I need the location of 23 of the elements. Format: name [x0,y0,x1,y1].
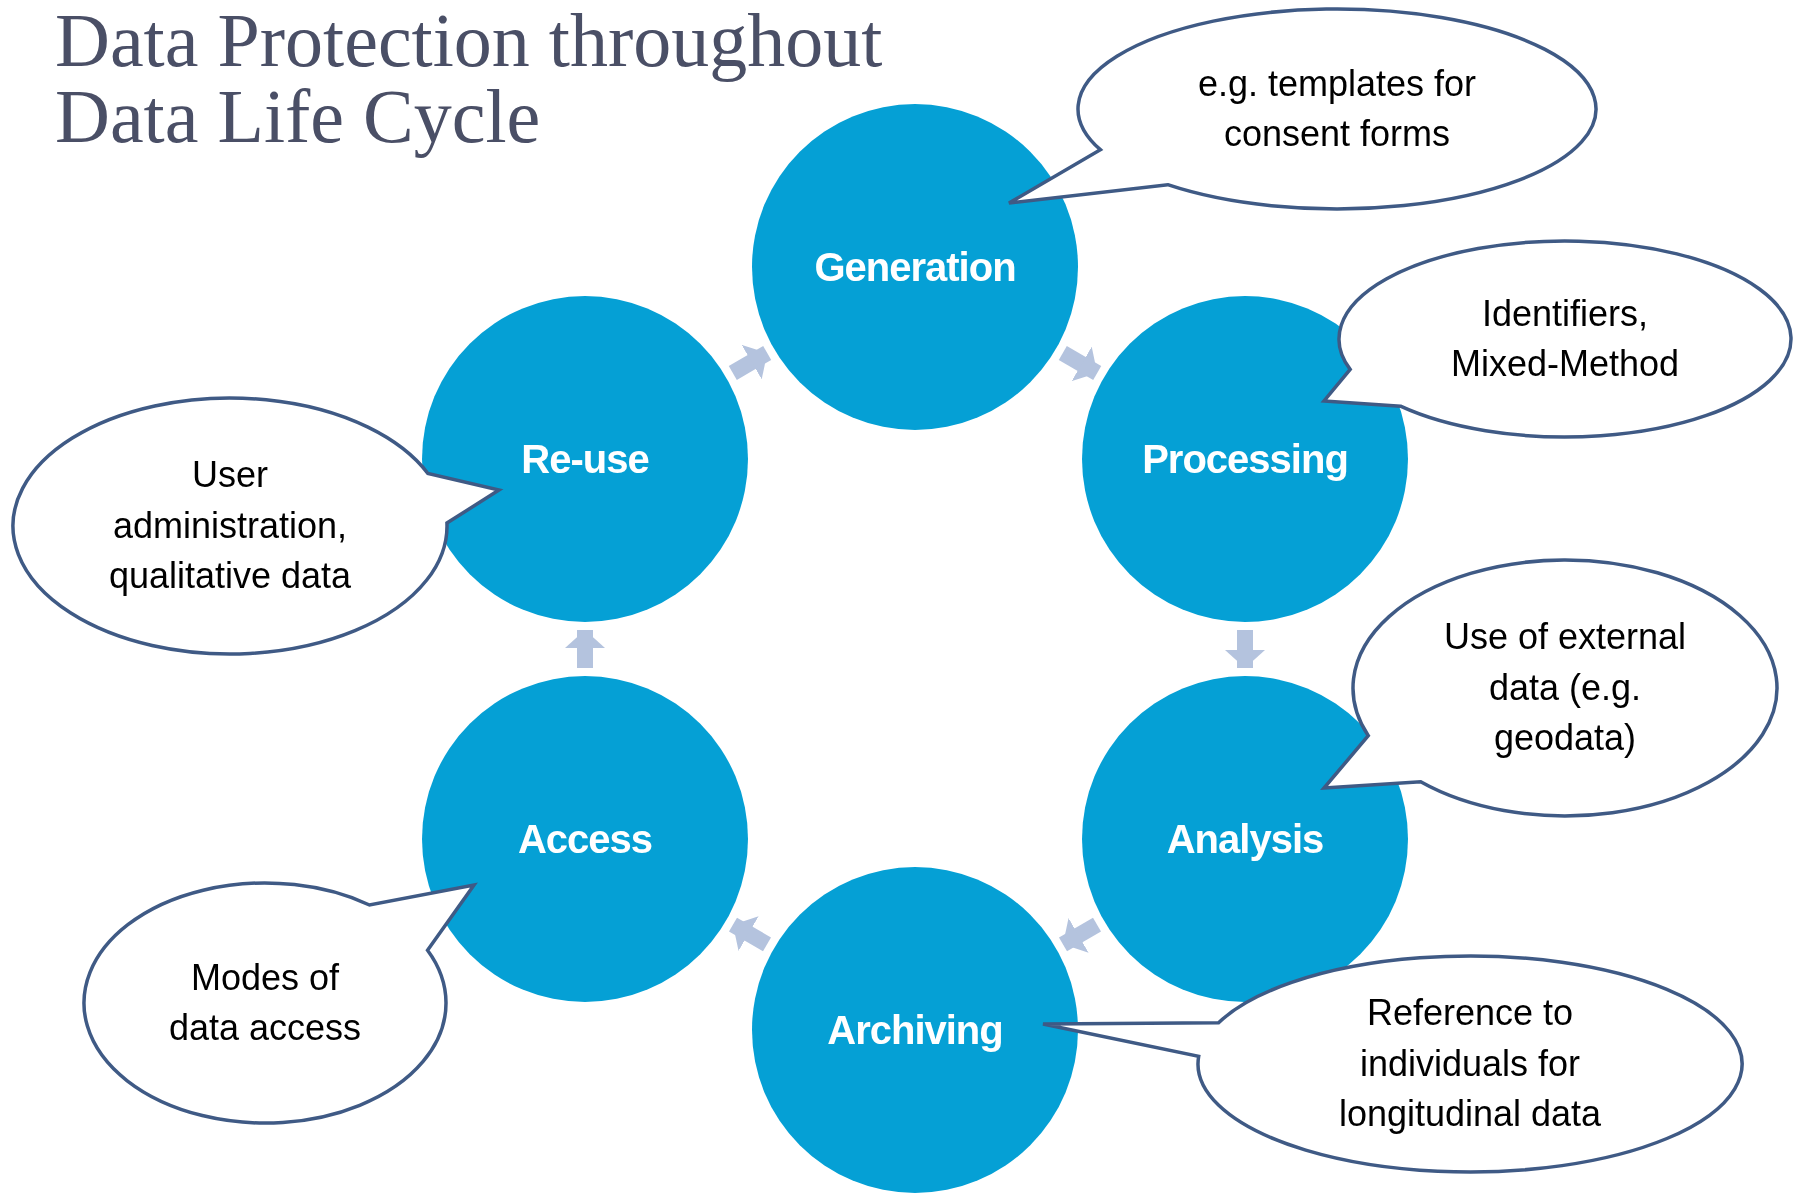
cycle-arrow [728,344,772,380]
callout-text: e.g. templates for consent forms [1196,61,1478,156]
speech-bubble [1320,237,1795,441]
stage-label: Re-use [521,436,649,482]
cycle-arrow [565,630,605,668]
cycle-arrow [1225,630,1265,668]
speech-bubble [1005,5,1600,213]
stage-label: Access [517,816,653,862]
speech-bubble [1320,556,1781,820]
callout-text: Modes of data access [167,955,363,1050]
callout-text: Use of external data (e.g. geodata) [1442,615,1688,761]
stage-label: Generation [814,244,1016,290]
callout-text: Reference to individuals for longitudinal data [1337,991,1603,1137]
stage-label: Processing [1142,436,1348,482]
stage-label: Archiving [827,1007,1003,1053]
speech-bubble [9,394,503,658]
speech-bubble [80,879,478,1127]
callout-text: User administration, qualitative data [107,453,353,599]
callout-text: Identifiers, Mixed-Method [1449,291,1681,386]
cycle-arrow [1058,346,1102,382]
stage-label: Analysis [1166,816,1324,862]
cycle-arrow [729,916,771,952]
cycle-arrow [1059,917,1101,953]
